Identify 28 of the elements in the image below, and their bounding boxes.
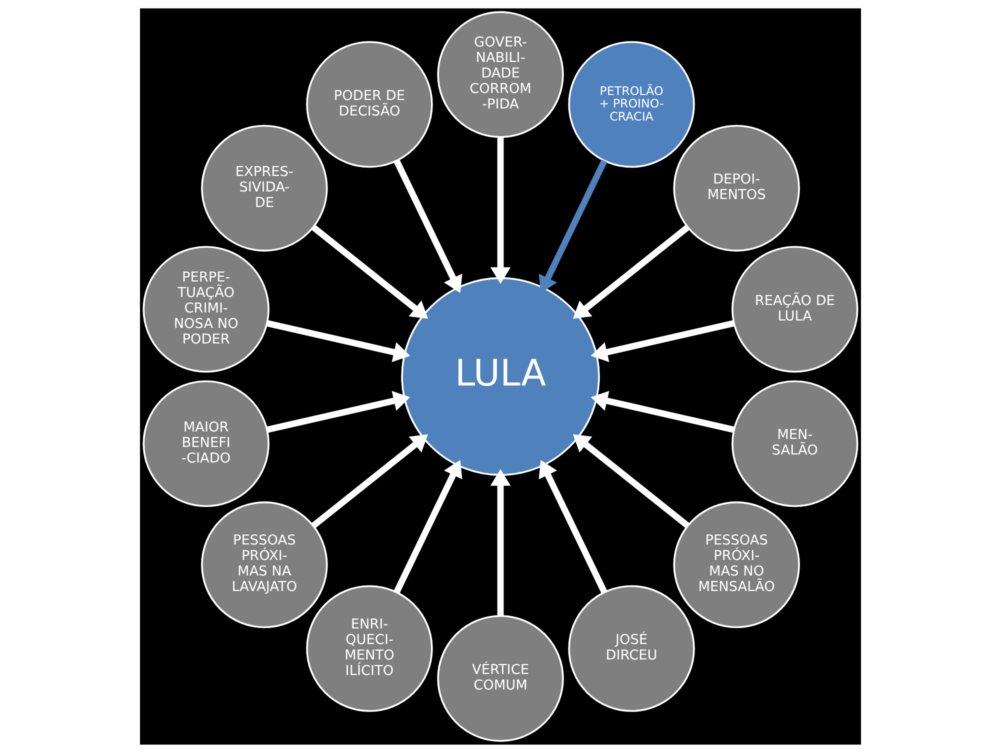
- node-circle: VÉRTICE COMUM: [436, 615, 564, 742]
- arrow: [393, 460, 462, 594]
- arrow: [572, 434, 690, 528]
- node-circle: PESSOAS PRÓXI- MAS NO MENSALÃO: [672, 501, 800, 628]
- node-circle: PESSOAS PRÓXI- MAS NA LAVAJATO: [200, 501, 328, 628]
- arrow: [310, 434, 428, 528]
- arrow: [266, 320, 410, 362]
- arrow: [266, 390, 410, 433]
- node-circle: MAIOR BENEFI -CIADO: [142, 380, 269, 508]
- node-circle: GOVER- NABILI- DADE CORROM -PIDA: [436, 11, 564, 138]
- arrow: [572, 224, 690, 319]
- node-circle: REAÇÃO DE LULA: [731, 246, 858, 373]
- node-circle: PODER DE DECISÃO: [306, 41, 432, 168]
- arrow: [590, 320, 734, 362]
- node-circle: DEPOI- MENTOS: [672, 124, 800, 252]
- arrow: [490, 137, 510, 284]
- node-circle: PETROLÃO + PROINO- CRACIA: [568, 41, 694, 168]
- node-circle: ENRI- QUECI- MENTO ILÍCITO: [306, 585, 432, 712]
- node-circle: EXPRES- SIVIDA- DE: [200, 124, 328, 252]
- arrow: [490, 469, 510, 616]
- arrow: [393, 159, 462, 294]
- arrow: [590, 390, 734, 433]
- arrow: [538, 460, 607, 594]
- node-circle: LULA: [400, 277, 600, 476]
- node-circle: JOSÉ DIRCEU: [568, 585, 694, 712]
- node-circle: MEN- SALÃO: [731, 380, 858, 508]
- node-circle: PERPE- TUAÇÃO CRIMI- NOSA NO PODER: [142, 246, 269, 373]
- arrow: [310, 224, 428, 319]
